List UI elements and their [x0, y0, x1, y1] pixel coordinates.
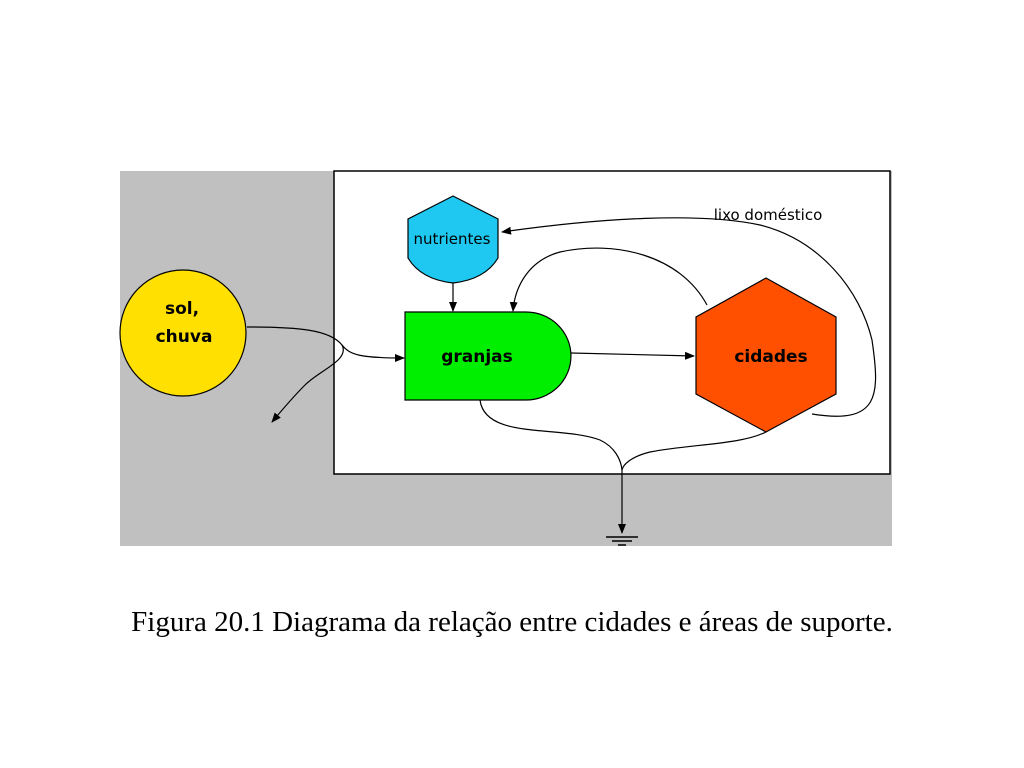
source-label-line1: sol,	[165, 299, 199, 319]
cities-hexagon	[695, 277, 837, 433]
nutrients-storage-shape	[407, 195, 499, 284]
flow-farms-to-ground	[479, 399, 623, 471]
flow-cities-to-farms	[509, 247, 708, 312]
waste-flow-label: lixo doméstico	[714, 206, 823, 224]
nutrients-label: nutrientes	[414, 230, 491, 248]
source-circle	[119, 269, 247, 397]
flow-cities-to-ground	[621, 431, 767, 471]
flow-source-to-heat-sink	[271, 344, 344, 423]
flow-source-to-farms	[246, 326, 405, 362]
heat-sink-icon	[606, 536, 638, 546]
flow-waste-to-nutrients	[501, 217, 877, 417]
flow-farms-to-cities	[570, 351, 695, 360]
cities-label: cidades	[734, 347, 807, 367]
figure-caption: Figura 20.1 Diagrama da relação entre ci…	[131, 606, 893, 638]
farms-label: granjas	[441, 347, 513, 367]
farms-producer-shape	[404, 311, 572, 401]
source-label-line2: chuva	[156, 327, 213, 347]
